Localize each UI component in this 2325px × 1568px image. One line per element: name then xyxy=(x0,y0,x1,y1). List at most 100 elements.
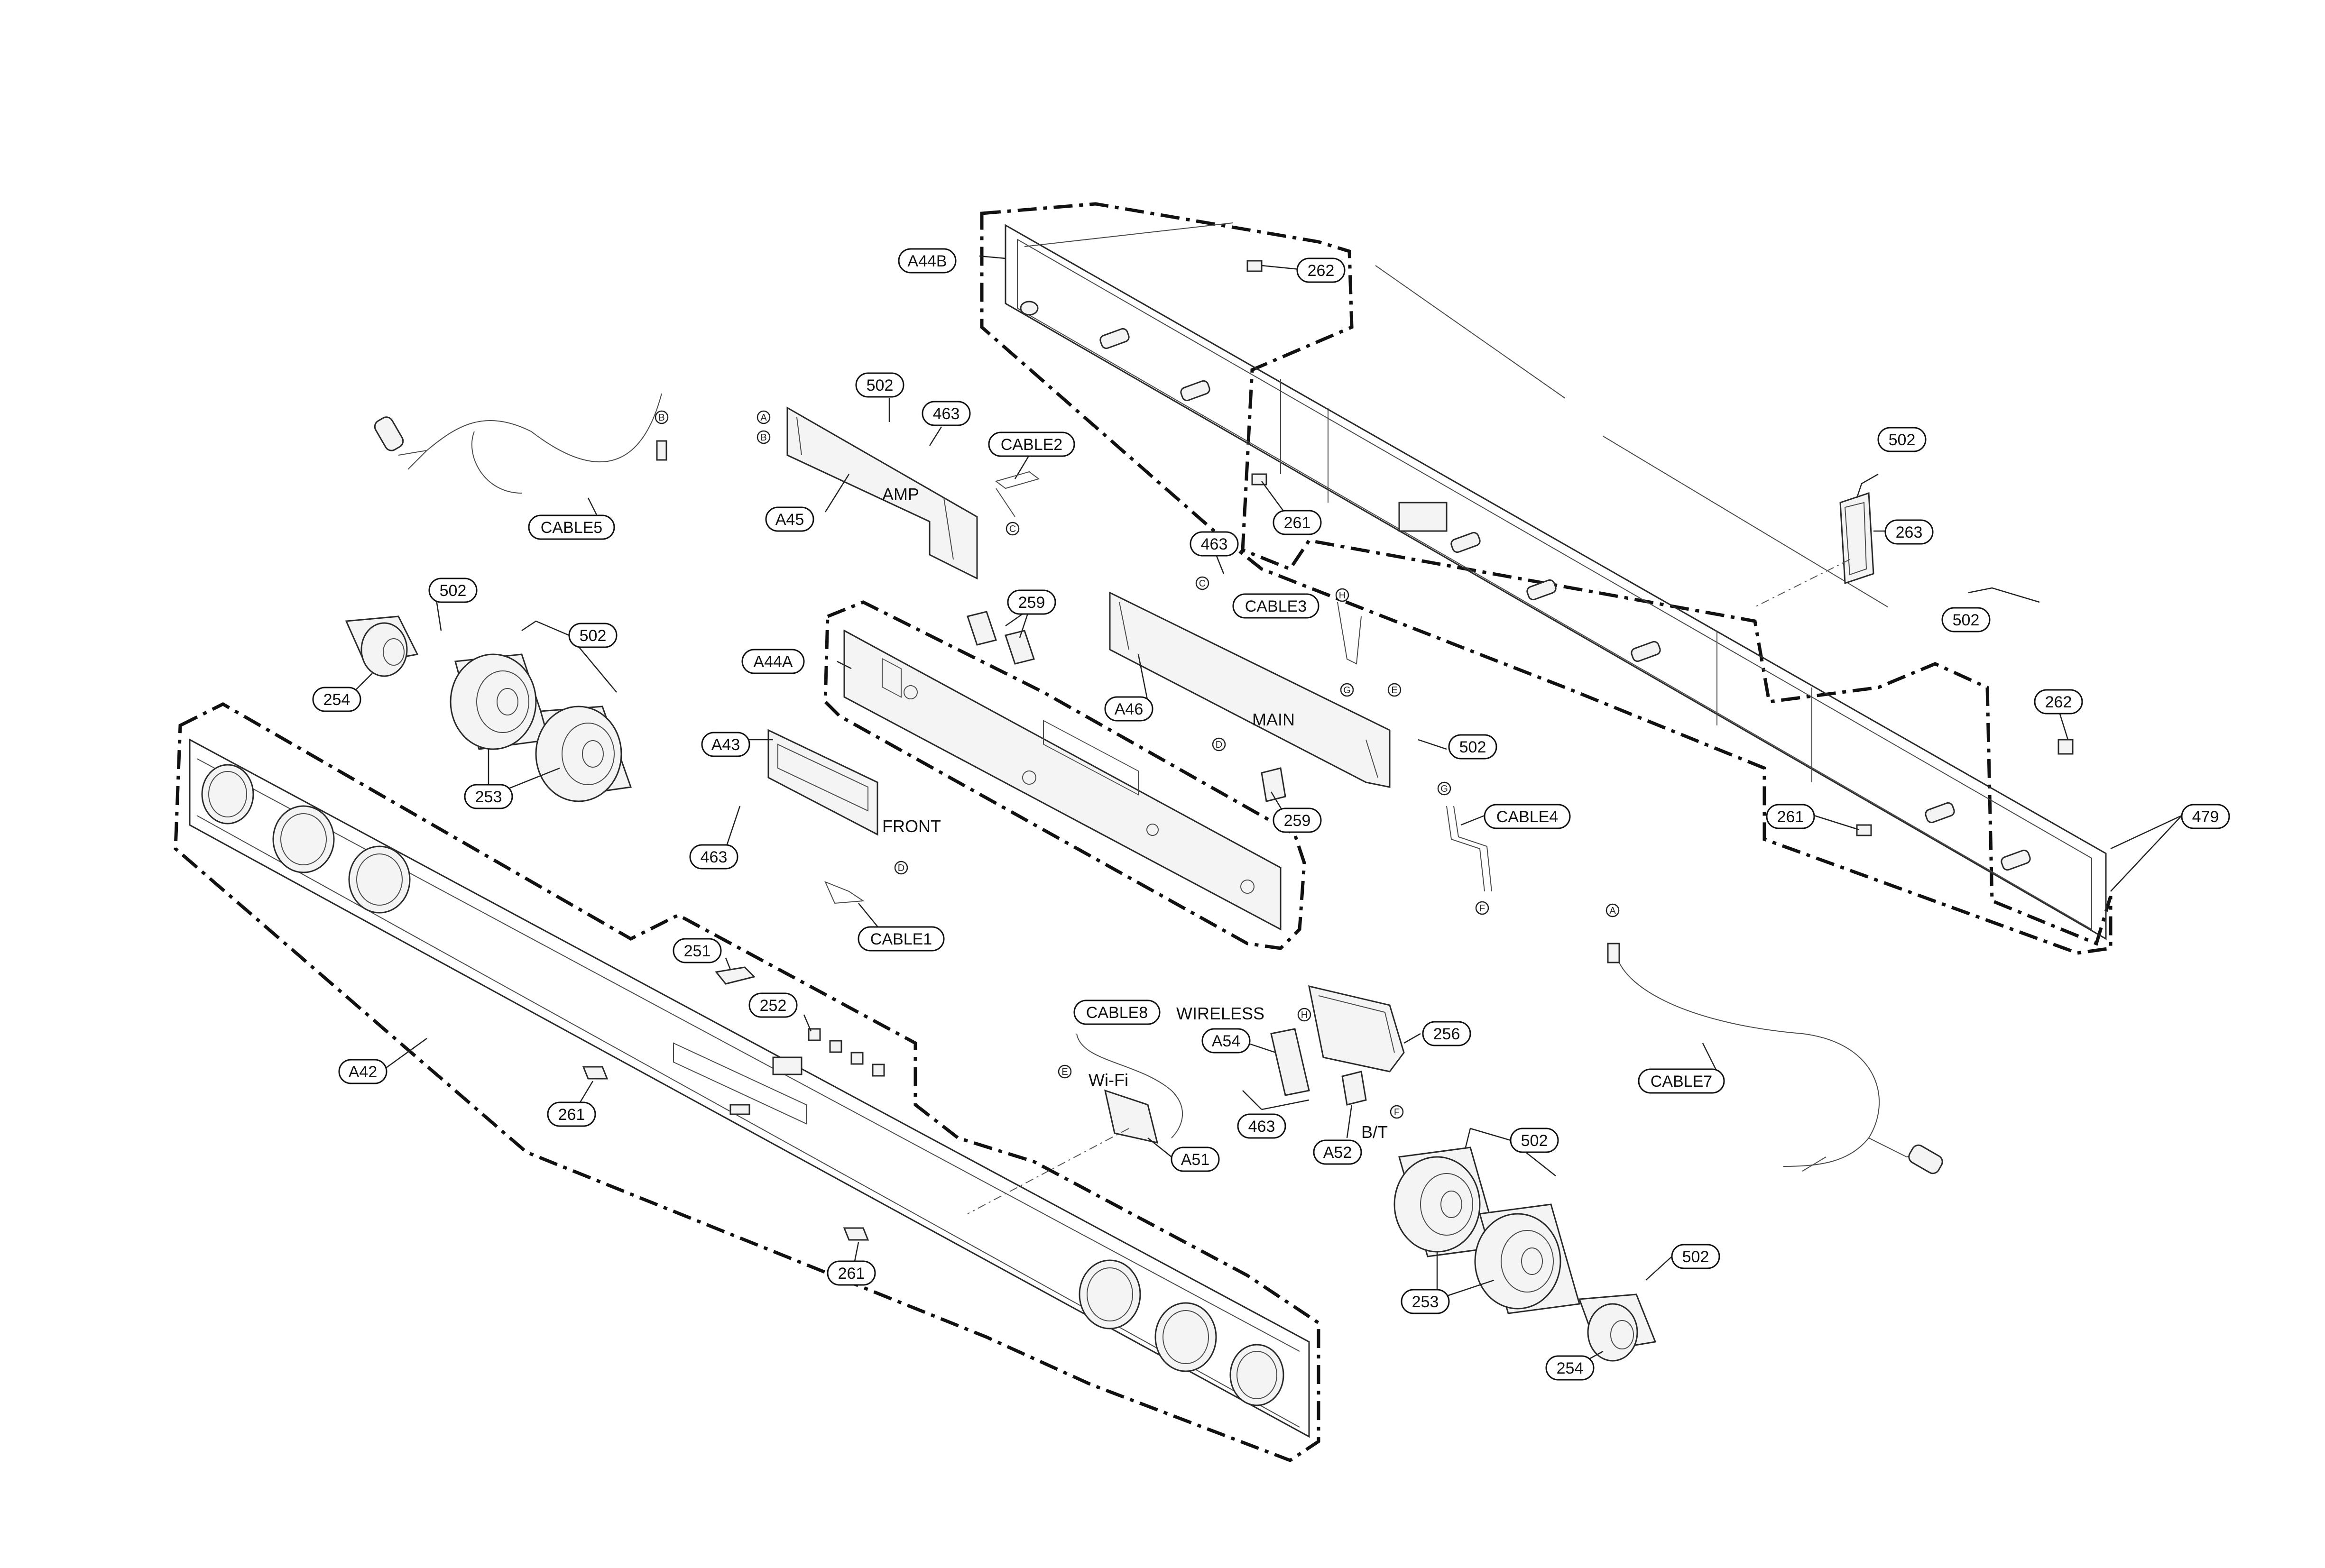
callout-502-rspk: 502 xyxy=(1510,1128,1559,1153)
front-cabinet-a42 xyxy=(174,702,1320,1462)
connector-g-cable4: G xyxy=(1437,781,1451,796)
svg-text:463: 463 xyxy=(1201,535,1228,553)
callout-cable5: CABLE5 xyxy=(528,514,615,540)
svg-text:CABLE1: CABLE1 xyxy=(870,930,932,948)
svg-text:261: 261 xyxy=(558,1106,585,1124)
callout-261-bar1: 261 xyxy=(547,1101,596,1127)
rear-cabinet-a44b xyxy=(979,202,2182,955)
svg-text:502: 502 xyxy=(1682,1248,1709,1266)
label-amp: AMP xyxy=(882,485,919,504)
callout-502-amp: 502 xyxy=(855,372,904,398)
svg-text:256: 256 xyxy=(1433,1025,1460,1043)
callout-a46: A46 xyxy=(1104,696,1153,722)
svg-text:CABLE7: CABLE7 xyxy=(1651,1073,1712,1091)
svg-text:262: 262 xyxy=(2045,693,2072,711)
callout-cable4: CABLE4 xyxy=(1484,804,1571,829)
callout-261-top: 261 xyxy=(1273,510,1322,535)
svg-text:D: D xyxy=(1216,740,1222,750)
svg-text:F: F xyxy=(1394,1107,1400,1118)
callout-a45: A45 xyxy=(765,506,814,532)
connector-g-main: G xyxy=(1340,683,1354,697)
svg-text:CABLE8: CABLE8 xyxy=(1086,1004,1148,1022)
cable4 xyxy=(1446,806,1492,892)
callout-502-lspk: 502 xyxy=(428,578,478,603)
svg-text:H: H xyxy=(1339,590,1346,601)
callout-254-left: 254 xyxy=(312,687,361,712)
callout-261-bar2: 261 xyxy=(827,1260,876,1286)
svg-text:262: 262 xyxy=(1308,262,1335,280)
connector-f-cable4: F xyxy=(1475,901,1489,915)
connector-b-cable5: B xyxy=(655,410,669,424)
svg-text:B: B xyxy=(760,432,766,443)
svg-text:253: 253 xyxy=(1412,1293,1439,1311)
callout-502-r1: 502 xyxy=(1877,427,1927,452)
callout-259-top: 259 xyxy=(1007,589,1056,615)
cable7-harness xyxy=(1607,943,1943,1174)
callout-251: 251 xyxy=(673,938,722,963)
svg-text:H: H xyxy=(1301,1010,1308,1020)
callout-cable8: CABLE8 xyxy=(1073,999,1161,1025)
callout-cable3: CABLE3 xyxy=(1232,593,1319,619)
svg-text:D: D xyxy=(898,863,904,873)
svg-text:C: C xyxy=(1009,524,1016,534)
callout-502-main: 502 xyxy=(1448,734,1497,760)
callout-252: 252 xyxy=(748,992,798,1018)
svg-text:502: 502 xyxy=(440,582,467,600)
callout-254-right: 254 xyxy=(1545,1355,1595,1381)
callout-253-right: 253 xyxy=(1401,1289,1450,1314)
callout-502-rspk2: 502 xyxy=(1671,1244,1720,1269)
connector-a-amp: A xyxy=(757,410,771,424)
label-wireless: WIRELESS xyxy=(1176,1004,1264,1023)
front-board-a43 xyxy=(725,729,880,930)
svg-text:E: E xyxy=(1391,685,1397,696)
svg-text:261: 261 xyxy=(1777,808,1804,826)
callout-259-bot: 259 xyxy=(1273,807,1322,833)
svg-text:CABLE5: CABLE5 xyxy=(541,519,602,537)
svg-text:CABLE4: CABLE4 xyxy=(1496,808,1558,826)
connector-h-wireless: H xyxy=(1297,1008,1311,1022)
callout-463-front: 463 xyxy=(689,844,738,870)
svg-text:A44B: A44B xyxy=(907,252,947,270)
connector-h-main: H xyxy=(1335,588,1349,602)
callout-a51: A51 xyxy=(1171,1146,1220,1172)
svg-text:463: 463 xyxy=(701,848,728,866)
label-wifi: Wi-Fi xyxy=(1089,1070,1128,1090)
svg-text:502: 502 xyxy=(867,376,894,394)
svg-text:502: 502 xyxy=(1459,738,1486,756)
svg-text:261: 261 xyxy=(838,1265,865,1283)
callout-256: 256 xyxy=(1422,1021,1471,1046)
svg-text:B: B xyxy=(658,413,664,423)
svg-text:A44A: A44A xyxy=(753,653,793,671)
callout-463-main: 463 xyxy=(1190,531,1239,557)
label-main: MAIN xyxy=(1252,710,1295,729)
callout-463-wireless: 463 xyxy=(1237,1113,1286,1139)
svg-text:G: G xyxy=(1440,784,1448,794)
svg-text:A: A xyxy=(1609,906,1616,916)
svg-text:254: 254 xyxy=(323,691,351,709)
connector-c-main: C xyxy=(1195,576,1209,590)
svg-text:A43: A43 xyxy=(711,736,740,754)
callout-479: 479 xyxy=(2181,804,2230,829)
svg-text:253: 253 xyxy=(475,788,502,806)
connector-d-main: D xyxy=(1212,737,1226,752)
left-speakers xyxy=(345,599,632,802)
main-board-a46 xyxy=(1109,550,1447,788)
callout-502-lspk2: 502 xyxy=(568,623,618,648)
callout-a44a: A44A xyxy=(741,649,805,674)
svg-text:263: 263 xyxy=(1896,523,1923,541)
callout-a42: A42 xyxy=(338,1059,388,1084)
svg-text:502: 502 xyxy=(1953,611,1980,629)
svg-text:A: A xyxy=(760,413,767,423)
cable5-harness xyxy=(374,393,667,527)
connector-b-amp: B xyxy=(757,430,771,444)
svg-text:A46: A46 xyxy=(1115,700,1144,718)
svg-text:463: 463 xyxy=(1248,1118,1275,1136)
svg-text:C: C xyxy=(1199,578,1206,589)
label-front: FRONT xyxy=(882,816,941,836)
callout-262-top: 262 xyxy=(1296,257,1346,283)
svg-text:463: 463 xyxy=(933,405,960,423)
right-speakers xyxy=(1393,1128,1672,1366)
callout-253-left: 253 xyxy=(464,784,513,809)
svg-text:G: G xyxy=(1343,685,1351,696)
svg-text:502: 502 xyxy=(580,627,607,645)
